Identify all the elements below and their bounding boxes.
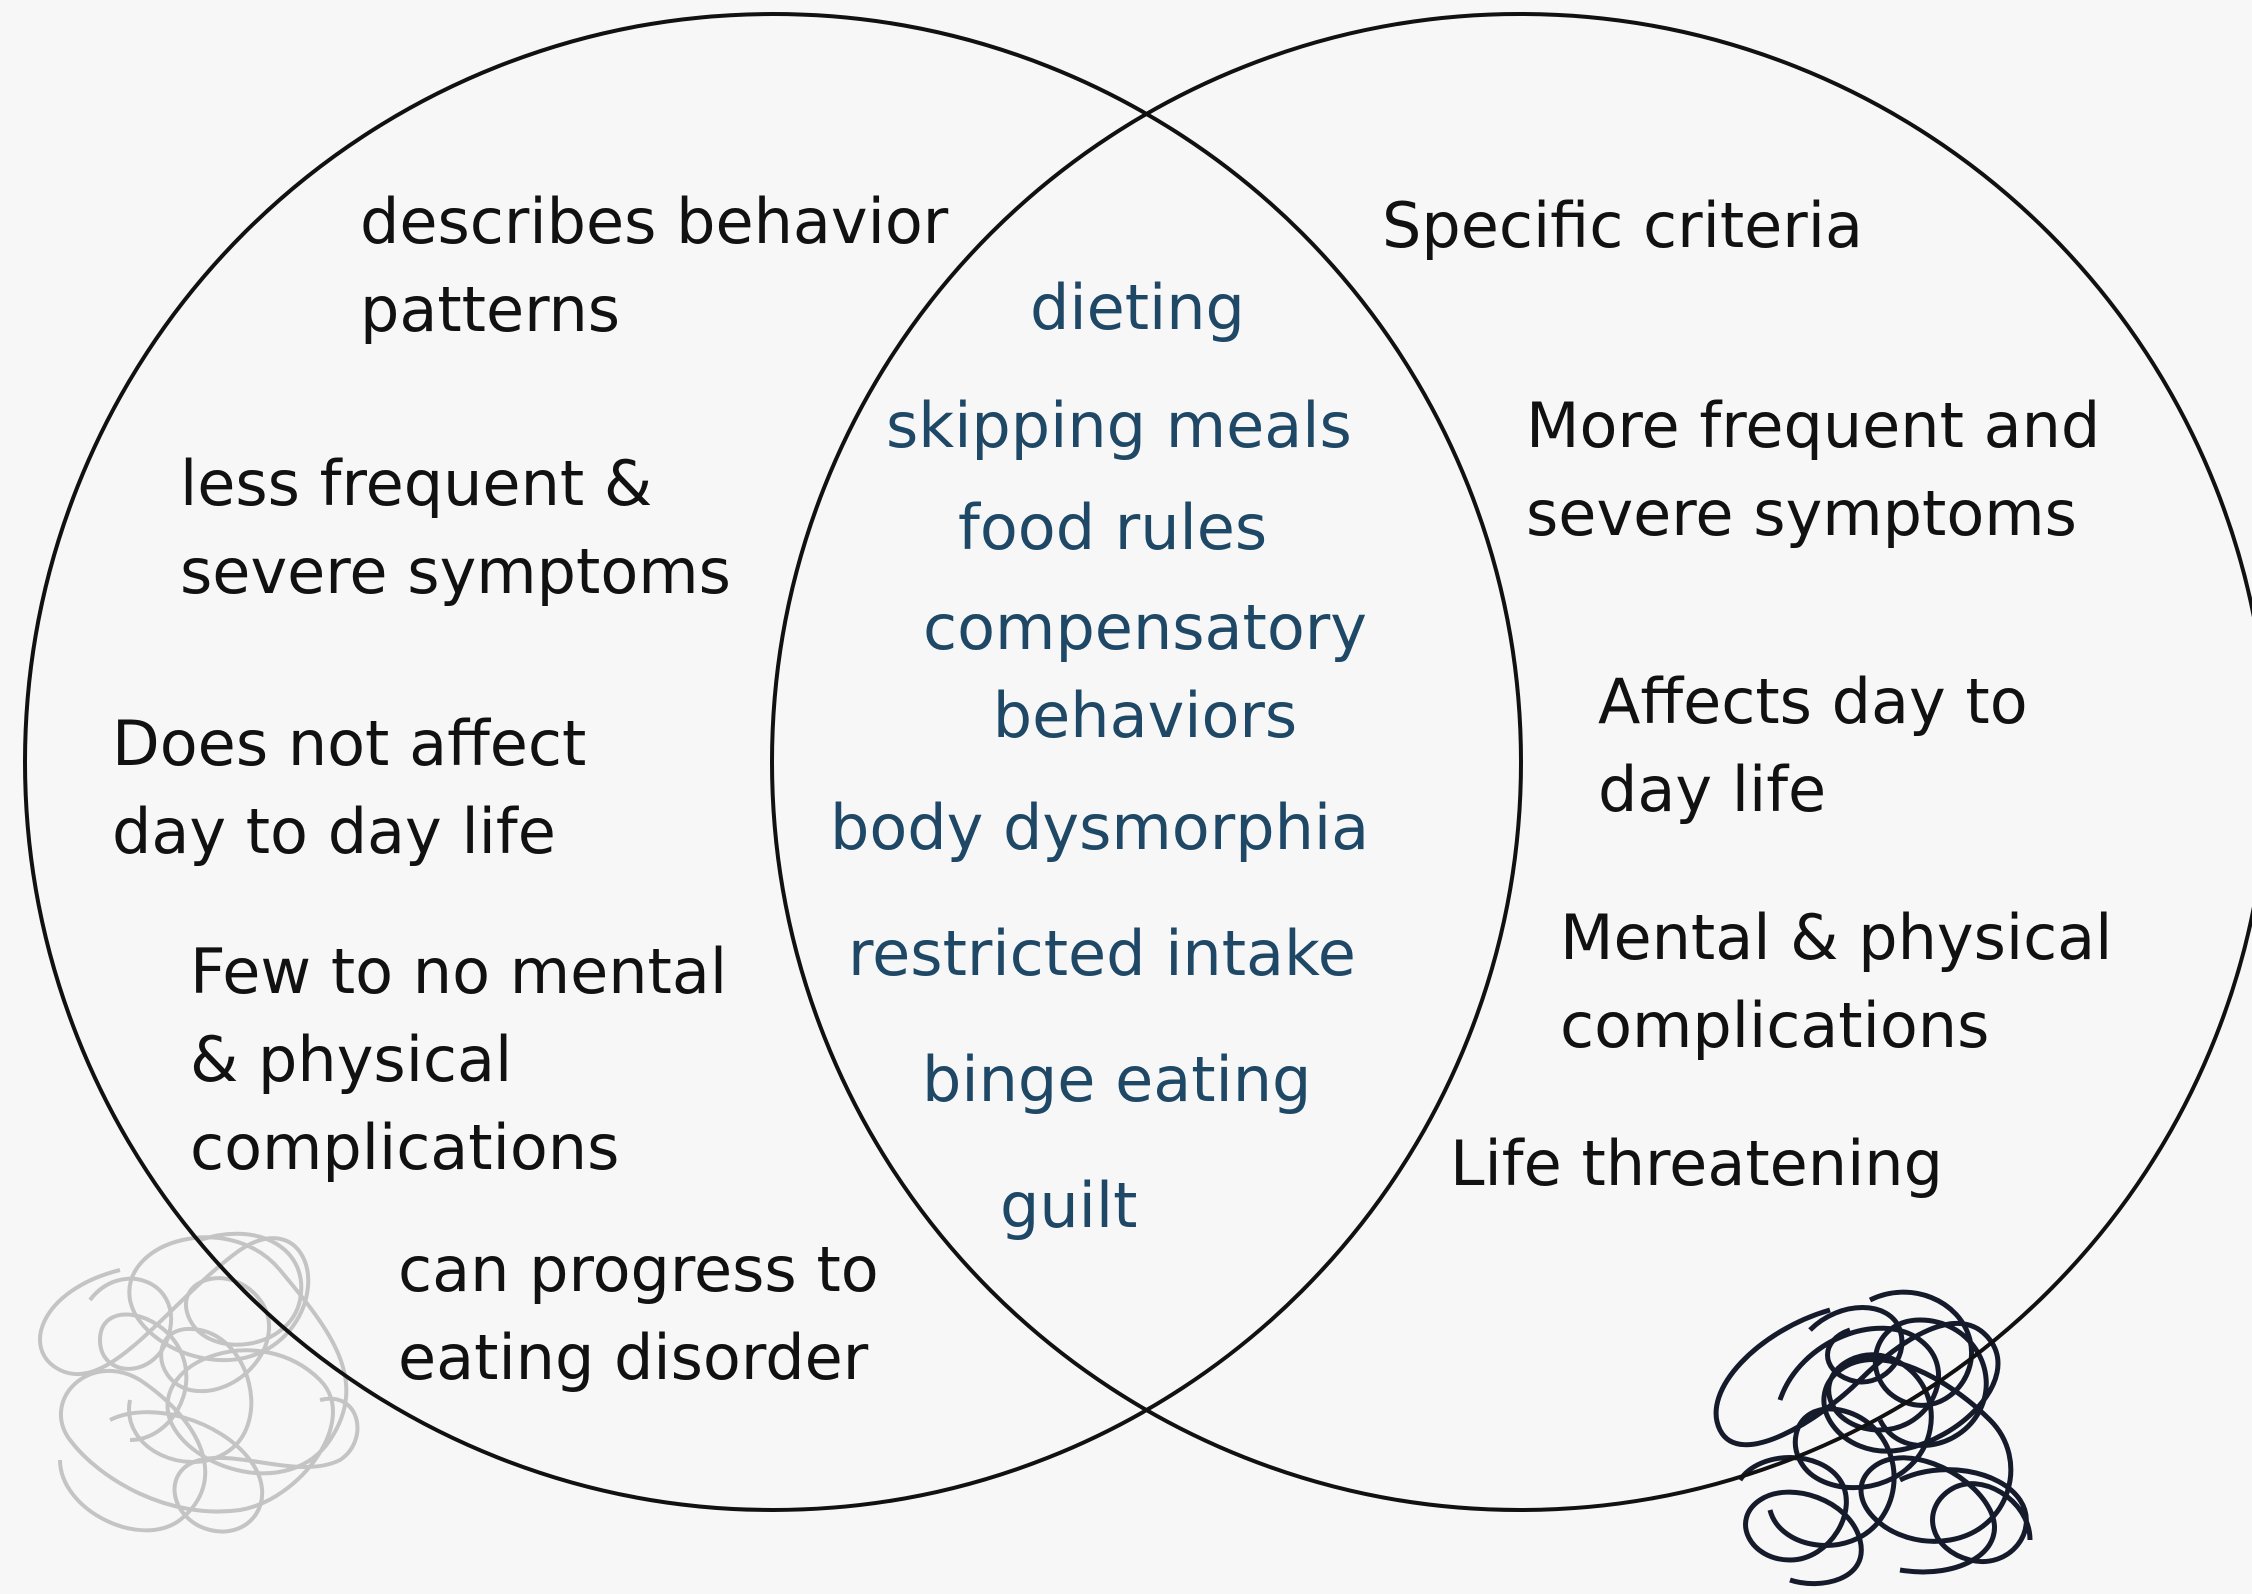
shared-item-food-rules: food rules [958, 484, 1267, 572]
right-item-complications: Mental & physical complications [1560, 894, 2112, 1070]
shared-item-compensatory-behaviors: compensatory behaviors [910, 584, 1380, 760]
shared-item-dieting: dieting [1030, 264, 1245, 352]
right-scribble-icon [1716, 1292, 2030, 1583]
left-item-no-daily-effect: Does not affect day to day life [112, 700, 586, 876]
left-item-few-complications: Few to no mental & physical complication… [190, 928, 727, 1192]
right-item-life-threatening: Life threatening [1450, 1120, 1943, 1208]
right-item-affects-daily-life: Affects day to day life [1598, 658, 2028, 834]
left-item-less-frequent: less frequent & severe symptoms [180, 440, 731, 616]
shared-item-binge-eating: binge eating [922, 1036, 1311, 1124]
left-scribble-icon [40, 1234, 357, 1532]
shared-item-skipping-meals: skipping meals [886, 382, 1352, 470]
shared-item-restricted-intake: restricted intake [848, 910, 1356, 998]
right-item-more-frequent: More frequent and severe symptoms [1526, 382, 2100, 558]
shared-item-body-dysmorphia: body dysmorphia [830, 784, 1369, 872]
left-item-can-progress: can progress to eating disorder [398, 1226, 879, 1402]
right-item-specific-criteria: Specific criteria [1382, 182, 1863, 270]
left-item-behavior-patterns: describes behavior patterns [360, 178, 948, 354]
shared-item-guilt: guilt [1000, 1162, 1137, 1250]
